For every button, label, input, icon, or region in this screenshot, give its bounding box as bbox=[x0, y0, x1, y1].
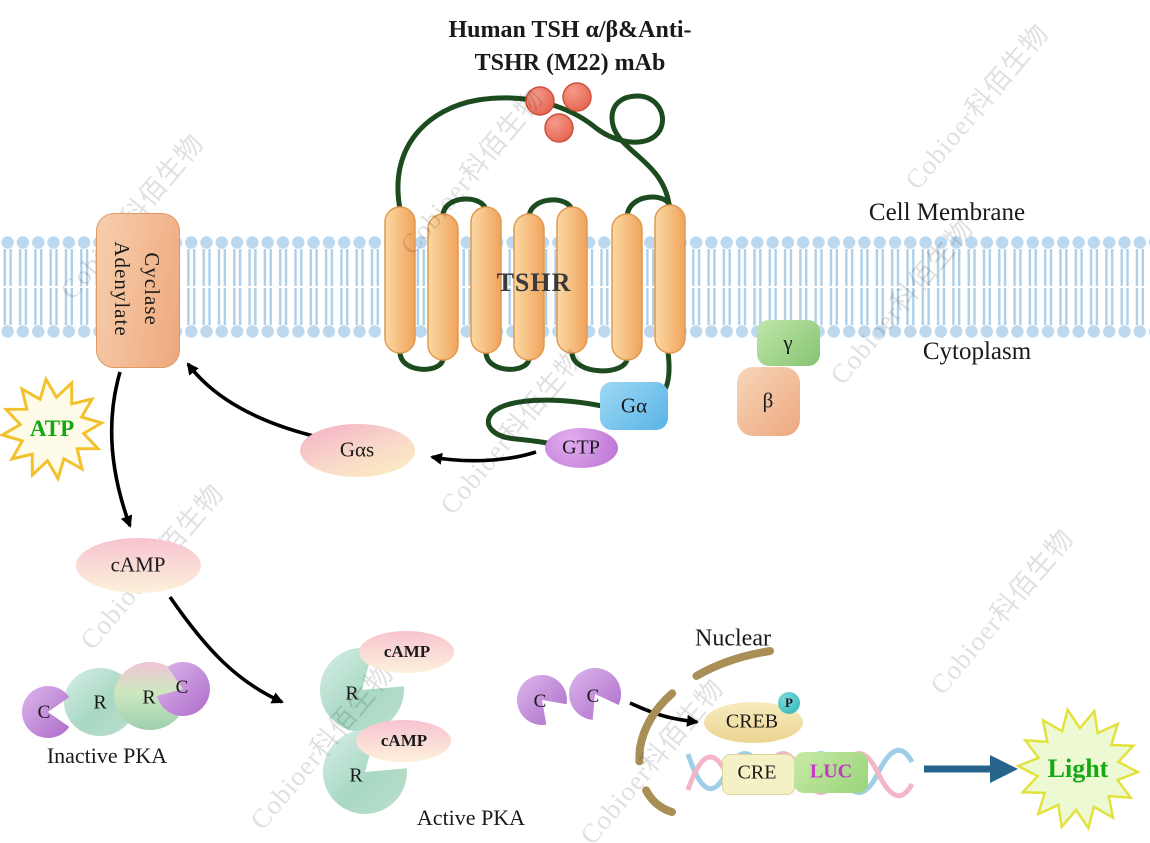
gamma-subunit-box bbox=[757, 320, 820, 366]
inactive-pka-c-subunit bbox=[21, 686, 70, 739]
gas-ellipse bbox=[300, 424, 415, 477]
active-pka-r-label: R bbox=[349, 764, 363, 787]
receptor-helix bbox=[556, 206, 588, 354]
atp-label: ATP bbox=[29, 416, 75, 441]
adenylate-cyclase-label-line2: Cyclase bbox=[140, 252, 164, 326]
active-pka-camp-ellipse bbox=[356, 720, 451, 762]
gamma-label: γ bbox=[783, 330, 793, 355]
inactive-pka-r-subunit bbox=[114, 662, 186, 730]
nuclear-label: Nuclear bbox=[695, 625, 771, 652]
camp-label: cAMP bbox=[110, 552, 166, 577]
cre-box bbox=[722, 754, 795, 795]
receptor-helices bbox=[384, 204, 686, 361]
arrow-luc-to-light-head bbox=[990, 755, 1018, 783]
beta-label: β bbox=[762, 388, 774, 413]
active-pka-r-subunit bbox=[319, 647, 404, 732]
free-c-subunit bbox=[569, 668, 622, 720]
figure-title-line1: Human TSH α/β&Anti- bbox=[448, 17, 692, 43]
light-label: Light bbox=[1047, 754, 1109, 783]
cre-label: CRE bbox=[737, 761, 777, 784]
ligand-circles bbox=[525, 82, 592, 143]
cell-membrane-label: Cell Membrane bbox=[868, 199, 1026, 226]
atp-starburst bbox=[0, 375, 106, 483]
light-starburst bbox=[1015, 706, 1141, 832]
ligand-circle bbox=[562, 82, 592, 112]
adenylate-cyclase-label-line1: Adenylate bbox=[110, 241, 134, 337]
ligand-circle bbox=[525, 86, 555, 116]
active-pka-camp-ellipse bbox=[359, 631, 454, 673]
figure-title-line2: TSHR (M22) mAb bbox=[474, 50, 666, 76]
receptor-helix bbox=[384, 206, 416, 354]
extracellular-loop bbox=[624, 194, 673, 221]
receptor-helix bbox=[470, 206, 502, 354]
receptor-helix bbox=[654, 204, 686, 354]
gtp-label: GTP bbox=[562, 436, 600, 459]
free-c-label: C bbox=[586, 686, 600, 707]
nuclear-envelope bbox=[635, 647, 774, 816]
free-c-subunit bbox=[516, 674, 567, 725]
arrow-c-to-creb bbox=[629, 701, 699, 727]
arrow-camp-to-pka bbox=[168, 595, 284, 704]
arrow-atp-to-camp bbox=[109, 371, 133, 528]
active-pka-r-subunit bbox=[322, 729, 407, 814]
arrow-gas-to-adenylate-cyclase bbox=[186, 362, 323, 440]
cytoplasm-label: Cytoplasm bbox=[922, 338, 1032, 365]
arrow-gtp-to-gas bbox=[430, 450, 537, 465]
gas-label: Gαs bbox=[339, 437, 375, 462]
active-pka-r-label: R bbox=[345, 682, 359, 705]
intracellular-hook bbox=[485, 397, 605, 450]
signal-arrows bbox=[109, 362, 699, 727]
luc-label: LUC bbox=[809, 760, 853, 783]
inactive-pka-c-label: C bbox=[175, 677, 189, 698]
inactive-pka-c-label: C bbox=[37, 702, 51, 723]
inactive-pka-r-label: R bbox=[93, 691, 107, 714]
ligand-circle bbox=[544, 113, 574, 143]
camp-ellipse bbox=[76, 538, 201, 593]
gtp-ellipse bbox=[545, 428, 618, 468]
inactive-pka-label: Inactive PKA bbox=[46, 743, 168, 768]
receptor-helix bbox=[513, 213, 545, 361]
inactive-pka-c-subunit bbox=[156, 662, 210, 717]
g-alpha-label: Gα bbox=[620, 393, 648, 418]
active-pka-camp-label: cAMP bbox=[383, 642, 431, 661]
intracellular-loop bbox=[397, 349, 446, 372]
tshr-label: TSHR bbox=[496, 268, 572, 297]
intracellular-loop bbox=[569, 349, 630, 374]
receptor-helix bbox=[427, 213, 459, 361]
g-alpha-box bbox=[600, 382, 668, 430]
free-c-label: C bbox=[533, 691, 547, 712]
creb-label: CREB bbox=[725, 710, 779, 733]
phospho-label: P bbox=[785, 695, 793, 710]
figure-title: Human TSH α/β&Anti- TSHR (M22) mAb bbox=[449, 14, 692, 80]
adenylate-cyclase-box bbox=[96, 213, 180, 368]
extracellular-chain bbox=[395, 93, 672, 212]
beta-subunit-box bbox=[737, 367, 800, 436]
active-pka-camp-label: cAMP bbox=[380, 731, 428, 750]
adenylate-cyclase-label: Adenylate Cyclase bbox=[107, 241, 167, 336]
luc-box bbox=[794, 752, 868, 793]
inactive-pka-r-label: R bbox=[142, 686, 156, 709]
receptor-helix bbox=[611, 213, 643, 361]
intracellular-loop bbox=[483, 349, 532, 372]
active-pka-label: Active PKA bbox=[416, 805, 526, 830]
phospho-circle bbox=[778, 692, 800, 714]
